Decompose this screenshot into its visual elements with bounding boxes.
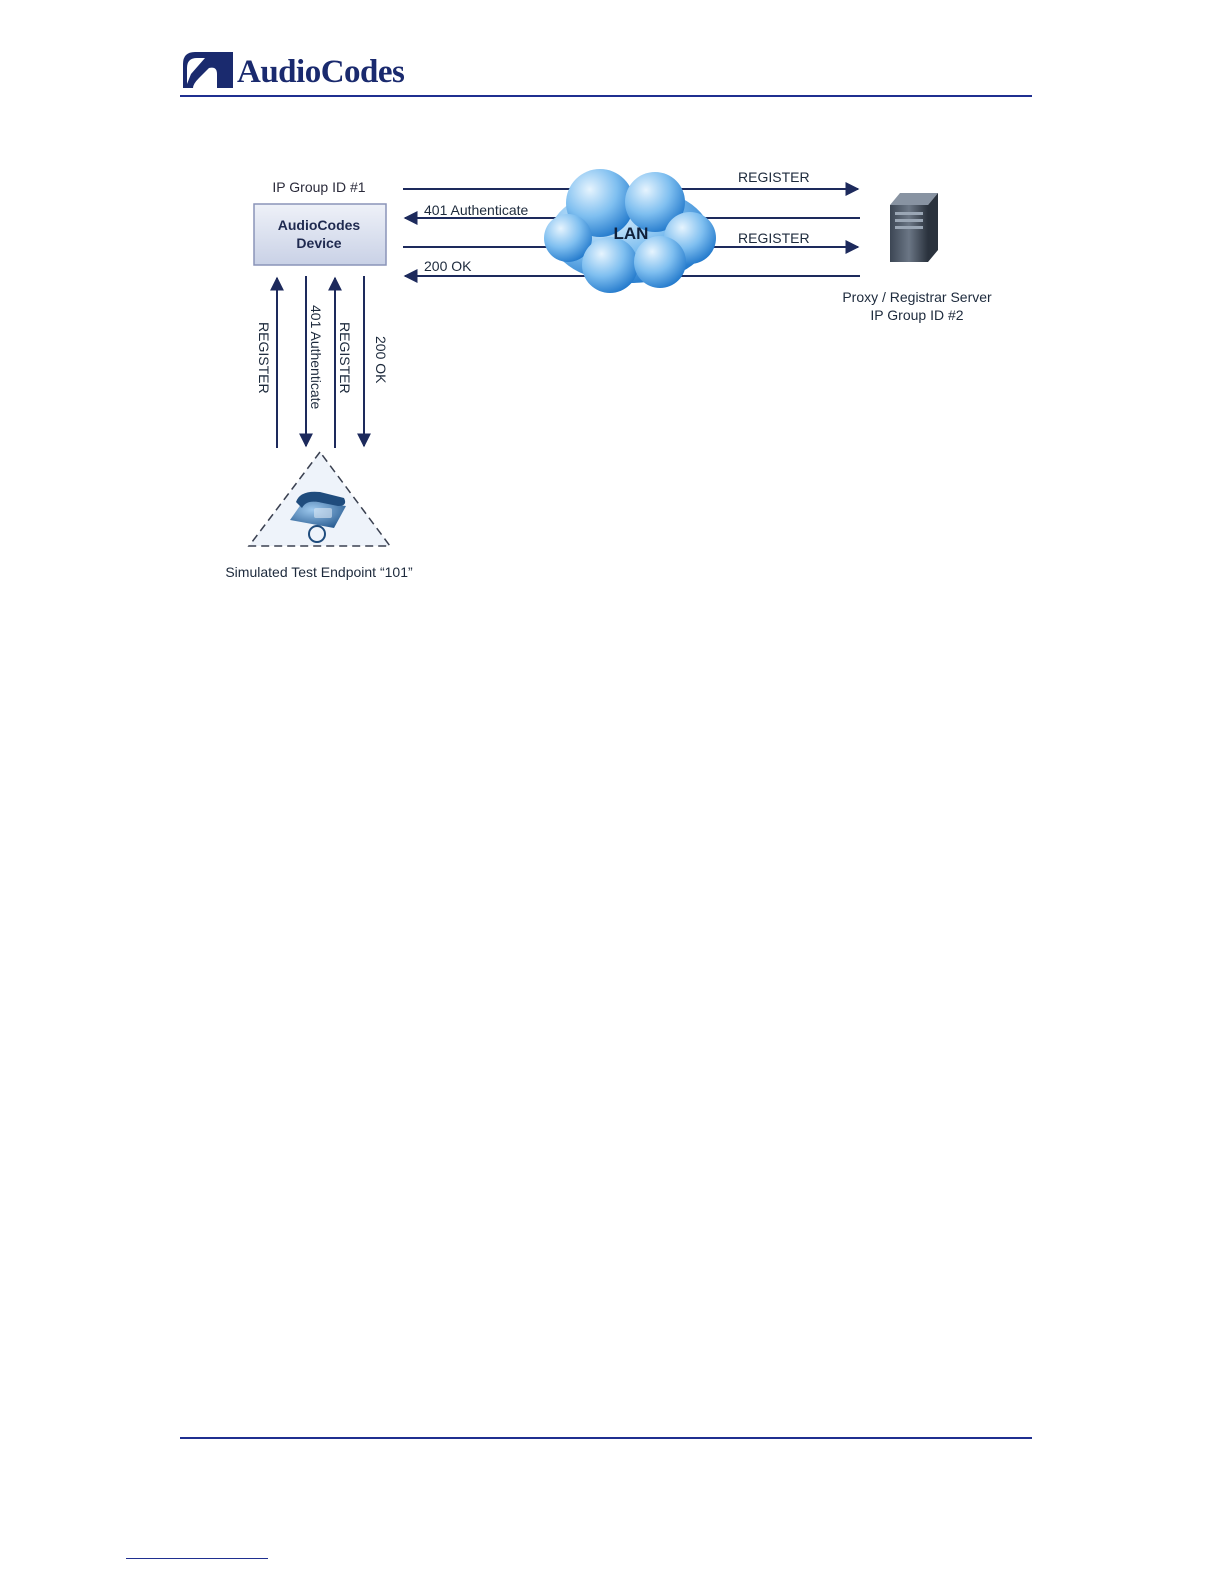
label-authenticate: 401 Authenticate [424, 202, 529, 218]
endpoint-label: Simulated Test Endpoint “101” [225, 564, 413, 580]
footer-rule [180, 1437, 1032, 1439]
footnote-separator [126, 1558, 268, 1559]
device-name-line1: AudioCodes [278, 217, 361, 233]
label-register-1: REGISTER [738, 169, 810, 185]
server-label-line1: Proxy / Registrar Server [842, 289, 992, 305]
device-group-label: IP Group ID #1 [272, 179, 365, 195]
server-label-line2: IP Group ID #2 [870, 307, 963, 323]
vertical-label-register-2: REGISTER [337, 322, 353, 394]
server-icon [890, 193, 938, 262]
label-ok: 200 OK [424, 258, 472, 274]
device-name-line2: Device [296, 235, 341, 251]
vertical-label-ok: 200 OK [373, 336, 389, 384]
registration-diagram: IP Group ID #1 AudioCodes Device LAN REG… [0, 0, 1224, 620]
lan-label: LAN [614, 224, 649, 243]
vertical-label-authenticate: 401 Authenticate [308, 305, 324, 410]
vertical-label-register-1: REGISTER [256, 322, 272, 394]
label-register-2: REGISTER [738, 230, 810, 246]
